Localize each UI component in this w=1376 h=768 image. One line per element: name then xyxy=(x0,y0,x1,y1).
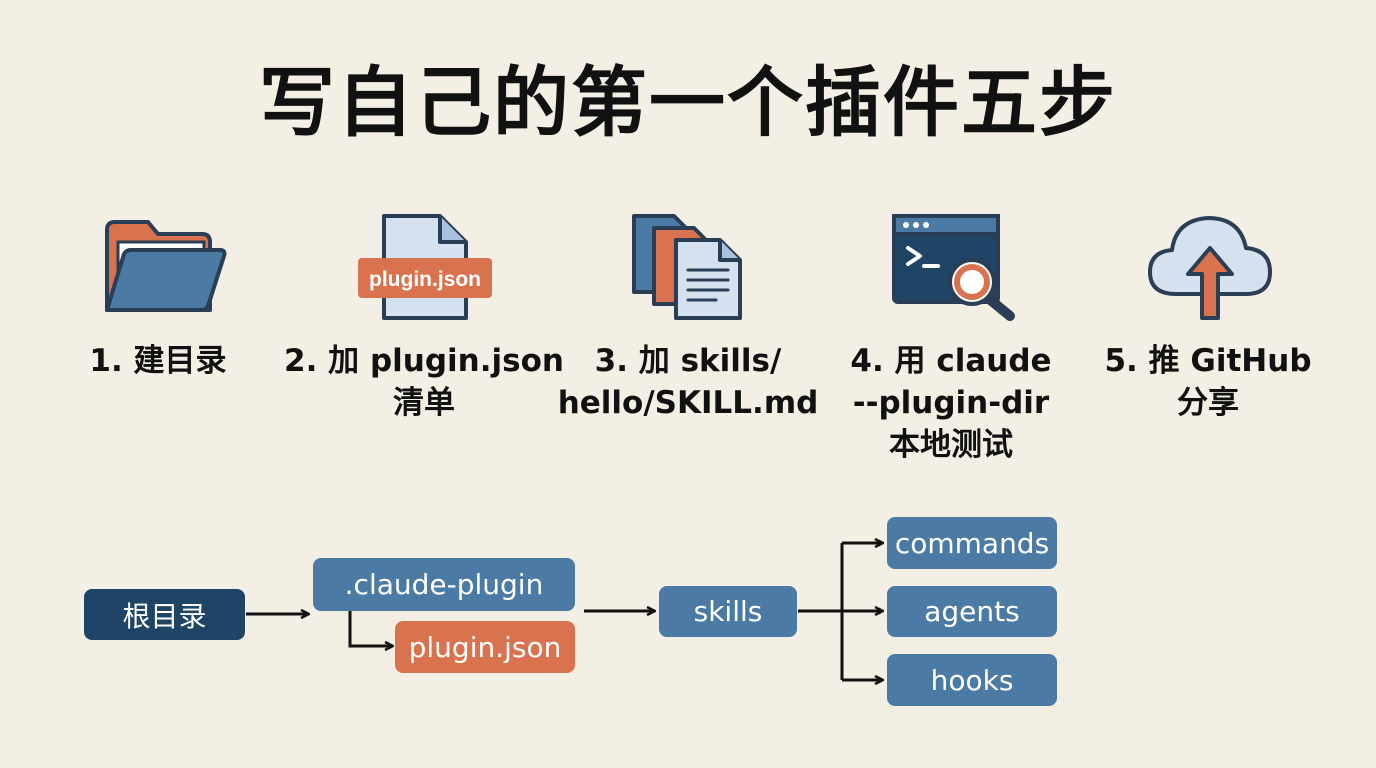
hooks-node: hooks xyxy=(887,654,1057,706)
step-4-line-1: 4. 用 claude xyxy=(850,343,1052,379)
step-3-line-1: 3. 加 skills/ xyxy=(594,343,782,379)
commands-node: commands xyxy=(887,517,1057,569)
step-1-line-1: 1. 建目录 xyxy=(89,343,227,379)
json-file-icon: plugin.json xyxy=(358,214,492,320)
step-2-line-1: 2. 加 plugin.json xyxy=(284,343,564,379)
plugin-json-node: plugin.json xyxy=(395,621,575,673)
step-5-label: 5. 推 GitHub 分享 xyxy=(1068,340,1348,424)
step-3-label: 3. 加 skills/ hello/SKILL.md xyxy=(548,340,828,424)
step-5-line-2: 分享 xyxy=(1177,385,1239,421)
agents-node: agents xyxy=(887,586,1057,637)
step-4-line-2: --plugin-dir xyxy=(852,385,1050,421)
claude-plugin-node: .claude-plugin xyxy=(313,558,575,611)
step-2-line-2: 清单 xyxy=(393,385,455,421)
step-1-label: 1. 建目录 xyxy=(18,340,298,382)
step-4-label: 4. 用 claude --plugin-dir 本地测试 xyxy=(811,340,1091,466)
json-badge-label: plugin.json xyxy=(369,268,481,291)
step-5-line-1: 5. 推 GitHub xyxy=(1104,343,1312,379)
skills-node: skills xyxy=(659,586,797,637)
step-2-label: 2. 加 plugin.json 清单 xyxy=(284,340,564,424)
arrow-claude-plugin-to-plugin-json xyxy=(348,610,392,646)
folder-icon xyxy=(105,220,227,312)
step-4-line-3: 本地测试 xyxy=(889,427,1013,463)
terminal-search-icon xyxy=(892,214,1015,321)
step-3-line-2: hello/SKILL.md xyxy=(557,385,819,421)
cloud-upload-icon xyxy=(1148,216,1272,320)
page-title: 写自己的第一个插件五步 xyxy=(259,58,1117,147)
documents-icon xyxy=(632,214,742,320)
root-dir-node: 根目录 xyxy=(84,589,245,640)
